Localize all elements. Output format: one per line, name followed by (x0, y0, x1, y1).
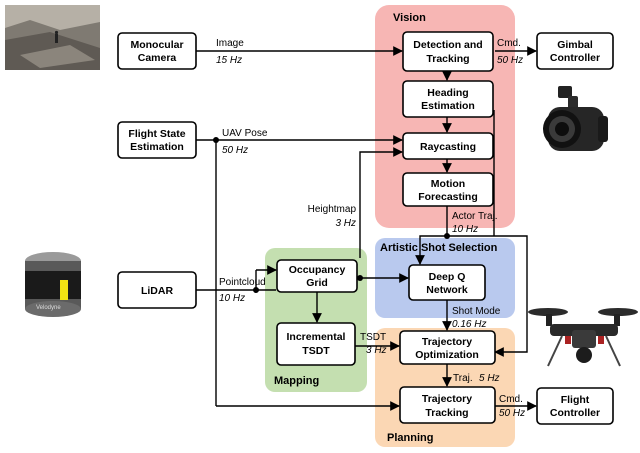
cmd-flight-edge-label: Cmd. (499, 394, 523, 405)
block-incremental-tsdt: Incremental TSDT (276, 322, 356, 366)
vision-region-title: Vision (393, 12, 426, 24)
flight-controller-line1: Flight (561, 394, 590, 406)
pointcloud-edge-rate: 10 Hz (219, 293, 245, 304)
flight-state-line1: Flight State (128, 128, 185, 140)
flight-state-line2: Estimation (130, 141, 184, 153)
occupancy-grid-line1: Occupancy (289, 264, 346, 276)
deep-q-line2: Network (426, 284, 468, 296)
cmd-gimbal-edge-label: Cmd. (497, 38, 521, 49)
block-gimbal-controller: Gimbal Controller (536, 32, 614, 70)
uav-pose-edge-rate: 50 Hz (222, 145, 248, 156)
heading-estimation-line1: Heading (427, 87, 468, 99)
image-edge-label: Image (216, 38, 244, 49)
pointcloud-edge-label: Pointcloud (219, 277, 266, 288)
block-trajectory-tracking: Trajectory Tracking (399, 386, 496, 424)
junction-uav-pose (213, 137, 219, 143)
heading-estimation-line2: Estimation (421, 100, 475, 112)
incremental-tsdt-line1: Incremental (287, 331, 346, 343)
trajectory-tracking-line2: Tracking (425, 407, 468, 419)
traj-edge-rate: 5 Hz (479, 373, 500, 384)
monocular-camera-line1: Monocular (130, 39, 183, 51)
junction-pointcloud (253, 287, 259, 293)
image-edge-rate: 15 Hz (216, 55, 242, 66)
lidar-label: LiDAR (141, 285, 173, 297)
heightmap-edge-rate: 3 Hz (335, 218, 356, 229)
junction-actor-traj (444, 233, 450, 239)
detection-tracking-line1: Detection and (413, 39, 482, 51)
block-monocular-camera: Monocular Camera (117, 32, 197, 70)
planning-region-title: Planning (387, 432, 433, 444)
gimbal-controller-line1: Gimbal (557, 39, 593, 51)
motion-forecasting-line1: Motion (431, 178, 465, 190)
lidar-sensor-photo: Velodyne (25, 252, 81, 317)
terrain-photo (5, 5, 100, 70)
block-raycasting: Raycasting (402, 132, 494, 160)
trajectory-tracking-line1: Trajectory (422, 393, 472, 405)
lidar-brand-text: Velodyne (36, 305, 61, 311)
actor-traj-edge-label: Actor Traj. (452, 211, 498, 222)
edge-actor-traj-to-optimization (447, 235, 528, 357)
block-motion-forecasting: Motion Forecasting (402, 172, 494, 207)
block-detection-tracking: Detection and Tracking (402, 31, 494, 72)
tsdt-edge-rate: 3 Hz (366, 345, 387, 356)
heightmap-edge-label: Heightmap (308, 204, 357, 215)
deep-q-line1: Deep Q (429, 271, 466, 283)
edge-heightmap (359, 147, 403, 258)
gimbal-camera-photo (543, 86, 608, 151)
block-flight-state: Flight State Estimation (117, 121, 197, 159)
motion-forecasting-line2: Forecasting (418, 191, 478, 203)
block-trajectory-optimization: Trajectory Optimization (399, 330, 496, 365)
junction-grid-out (357, 275, 363, 281)
flight-controller-line2: Controller (550, 407, 600, 419)
shot-mode-edge-label: Shot Mode (452, 306, 501, 317)
shot-mode-edge-rate: 0.16 Hz (452, 319, 486, 330)
cmd-gimbal-edge-rate: 50 Hz (497, 55, 523, 66)
uav-pose-edge-label: UAV Pose (222, 128, 268, 139)
actor-traj-edge-rate: 10 Hz (452, 224, 478, 235)
incremental-tsdt-line2: TSDT (302, 345, 330, 357)
block-occupancy-grid: Occupancy Grid (276, 259, 358, 293)
monocular-camera-line2: Camera (138, 52, 177, 64)
drone-photo (528, 308, 638, 367)
block-deep-q-network: Deep Q Network (408, 264, 486, 301)
traj-edge-label: Traj. (453, 373, 473, 384)
gimbal-controller-line2: Controller (550, 52, 600, 64)
block-heading-estimation: Heading Estimation (402, 80, 494, 118)
block-flight-controller: Flight Controller (536, 387, 614, 425)
trajectory-optimization-line1: Trajectory (422, 336, 472, 348)
detection-tracking-line2: Tracking (426, 53, 469, 65)
tsdt-edge-label: TSDT (360, 332, 386, 343)
block-lidar: LiDAR (117, 271, 197, 309)
cmd-flight-edge-rate: 50 Hz (499, 408, 525, 419)
occupancy-grid-line2: Grid (306, 277, 328, 289)
artistic-shot-region-title: Artistic Shot Selection (380, 242, 498, 254)
edge-actor-traj-to-deepq (415, 235, 447, 265)
trajectory-optimization-line2: Optimization (415, 349, 479, 361)
mapping-region-title: Mapping (274, 375, 319, 387)
raycasting-label: Raycasting (420, 141, 476, 153)
